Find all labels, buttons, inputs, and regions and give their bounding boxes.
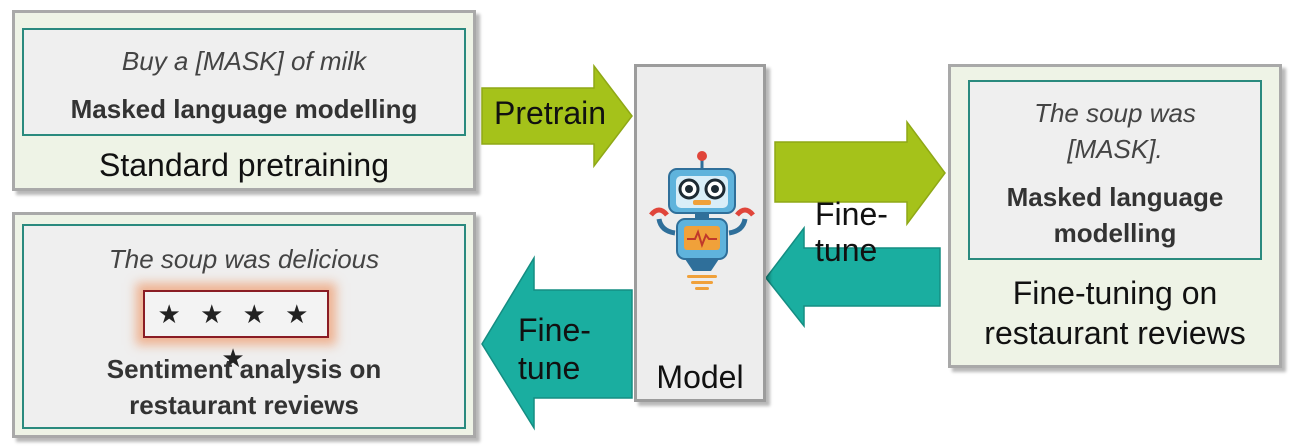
standard-caption: Standard pretraining [99, 147, 389, 183]
finetune-task-box: The soup was [MASK]. Masked language mod… [968, 80, 1262, 260]
pretrain-arrow [481, 63, 633, 169]
finetune-caption-line1: Fine-tuning on [1012, 275, 1218, 311]
finetune-left-arrow [481, 255, 633, 431]
finetune-right-label-line2: tune [815, 232, 878, 268]
sentiment-example-text: The soup was delicious [108, 244, 380, 274]
finetune-right-arrow [774, 119, 946, 227]
robot-icon [649, 151, 755, 290]
model-label: Model [656, 359, 744, 395]
finetune-example-line1: The soup was [1034, 98, 1196, 128]
standard-task-box: Buy a [MASK] of milk Masked language mod… [22, 28, 466, 136]
standard-pretraining-panel: Buy a [MASK] of milk Masked language mod… [12, 10, 476, 191]
finetune-right-label-line1: Fine- [815, 196, 888, 232]
sentiment-panel: The soup was delicious ★ ★ ★ ★ ★ Sentime… [12, 212, 476, 438]
pretrain-label: Pretrain [494, 95, 607, 131]
star-rating: ★ ★ ★ ★ ★ [143, 290, 329, 373]
finetune-task-line1: Masked language [1006, 182, 1224, 212]
model-box: Model [634, 64, 766, 402]
sentiment-task-line2: restaurant reviews [129, 390, 359, 420]
finetune-left-label-line1: Fine- [518, 312, 591, 348]
finetune-mlm-panel: The soup was [MASK]. Masked language mod… [948, 64, 1282, 368]
finetune-example-line2: [MASK]. [1067, 134, 1163, 164]
finetune-task-line2: modelling [1053, 218, 1177, 248]
finetune-left-label-line2: tune [518, 350, 581, 386]
standard-task-label: Masked language modelling [70, 94, 418, 124]
sentiment-task-box: The soup was delicious ★ ★ ★ ★ ★ Sentime… [22, 224, 466, 429]
finetune-return-arrow [765, 225, 941, 329]
standard-example-text: Buy a [MASK] of milk [121, 46, 367, 76]
finetune-caption-line2: restaurant reviews [984, 315, 1246, 351]
sentiment-task-line1: Sentiment analysis on [106, 354, 382, 384]
